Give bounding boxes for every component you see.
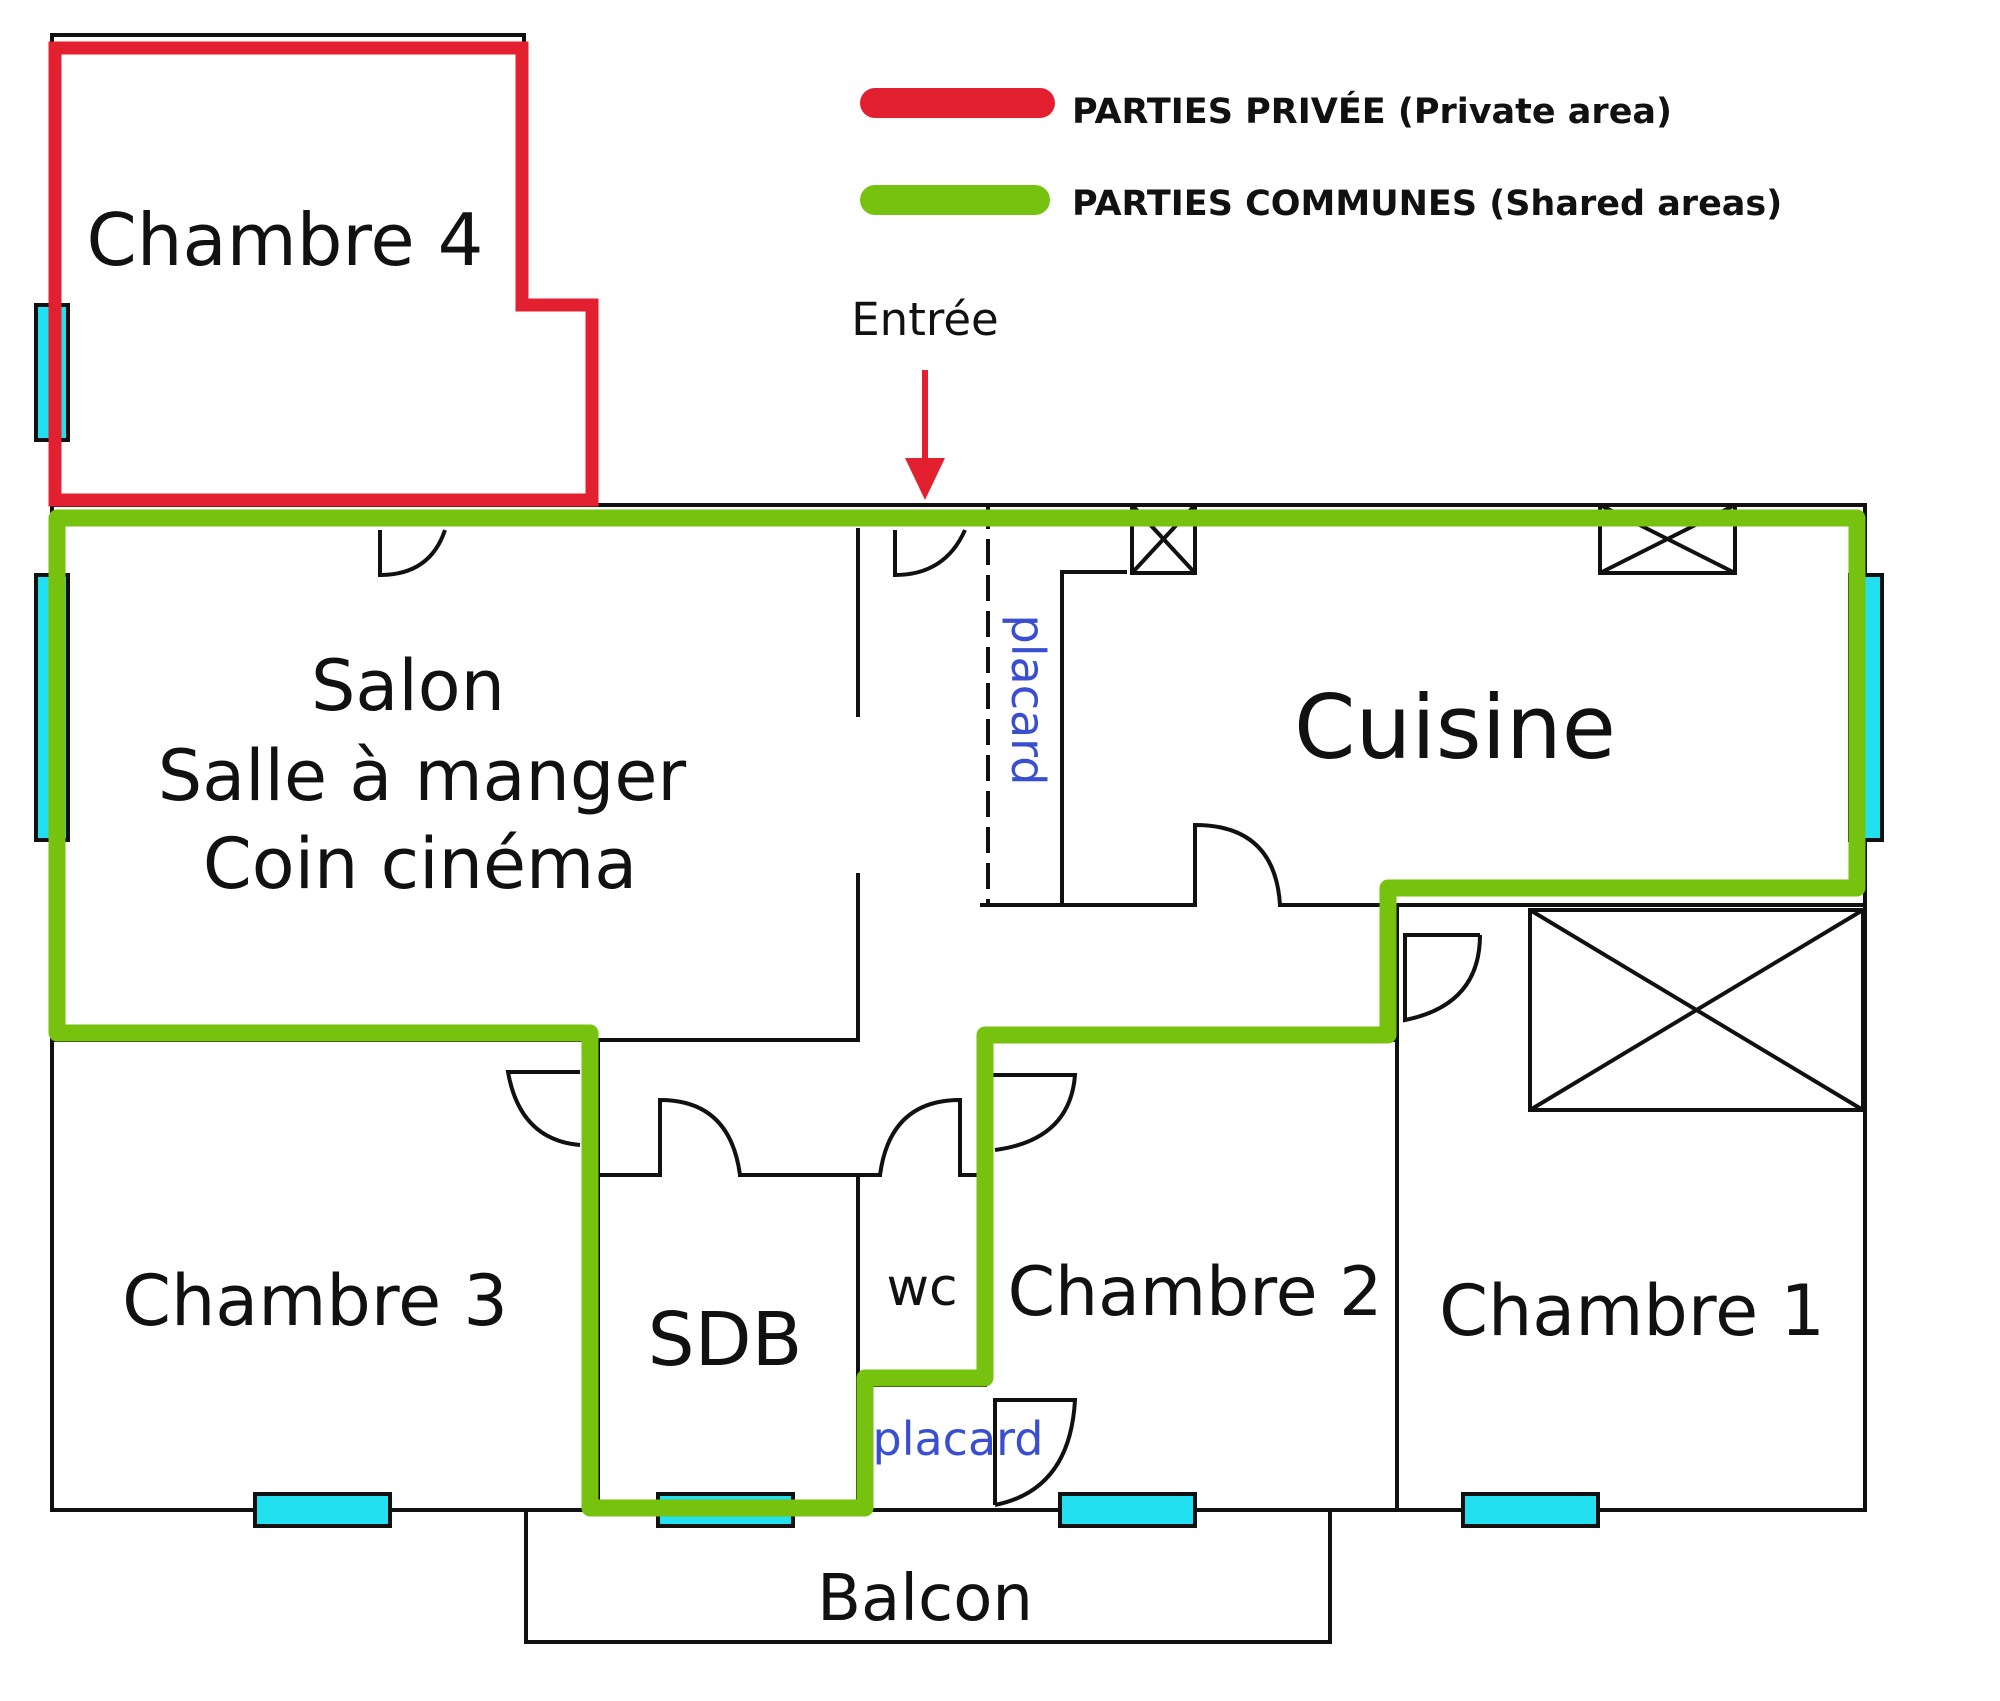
legend: PARTIES PRIVÉE (Private area) PARTIES CO… — [860, 88, 1782, 224]
window-chambre2 — [1058, 1492, 1197, 1528]
label-salon-1: Salon — [311, 645, 505, 727]
door-wc — [878, 1097, 962, 1176]
window-chambre3 — [253, 1492, 392, 1528]
door-chambre2 — [990, 1073, 1078, 1152]
crossed-boxes — [1130, 503, 1865, 1112]
door-entry — [893, 529, 967, 578]
wall-cuisine-left — [1060, 570, 1127, 907]
label-chambre3: Chambre 3 — [122, 1260, 508, 1342]
private-area-outline — [48, 41, 599, 507]
door-chambre1 — [1403, 933, 1482, 1023]
label-salon-2: Salle à manger — [158, 735, 687, 817]
entry-marker: Entrée — [851, 293, 999, 500]
label-placard-hall: placard — [1001, 615, 1055, 786]
window-chambre1 — [1461, 1492, 1600, 1528]
label-balcon: Balcon — [817, 1562, 1033, 1636]
room-labels: Chambre 4 Salon Salle à manger Coin ciné… — [87, 198, 1825, 1636]
legend-shared-label: PARTIES COMMUNES (Shared areas) — [1072, 184, 1782, 224]
shared-area-outline — [48, 509, 1866, 1517]
door-chambre3 — [505, 1070, 581, 1147]
label-cuisine: Cuisine — [1294, 676, 1616, 779]
label-chambre4: Chambre 4 — [87, 198, 484, 282]
wall-balcon — [524, 1508, 1332, 1644]
entry-arrowhead-icon — [905, 458, 945, 500]
label-sdb: SDB — [648, 1297, 803, 1383]
closet-chambre1 — [1528, 908, 1865, 1112]
door-placard-wc — [993, 1398, 1078, 1507]
label-wc: wc — [886, 1258, 957, 1318]
legend-private-label: PARTIES PRIVÉE (Private area) — [1072, 90, 1672, 132]
entry-label: Entrée — [851, 293, 998, 346]
door-salon — [378, 529, 447, 578]
doors — [378, 529, 1482, 1507]
label-chambre1: Chambre 1 — [1439, 1270, 1825, 1352]
label-placard-wc: placard — [873, 1412, 1044, 1466]
label-salon-3: Coin cinéma — [203, 823, 637, 905]
label-chambre2: Chambre 2 — [1008, 1253, 1383, 1332]
door-cuisine — [1193, 822, 1282, 906]
door-sdb — [658, 1097, 742, 1176]
